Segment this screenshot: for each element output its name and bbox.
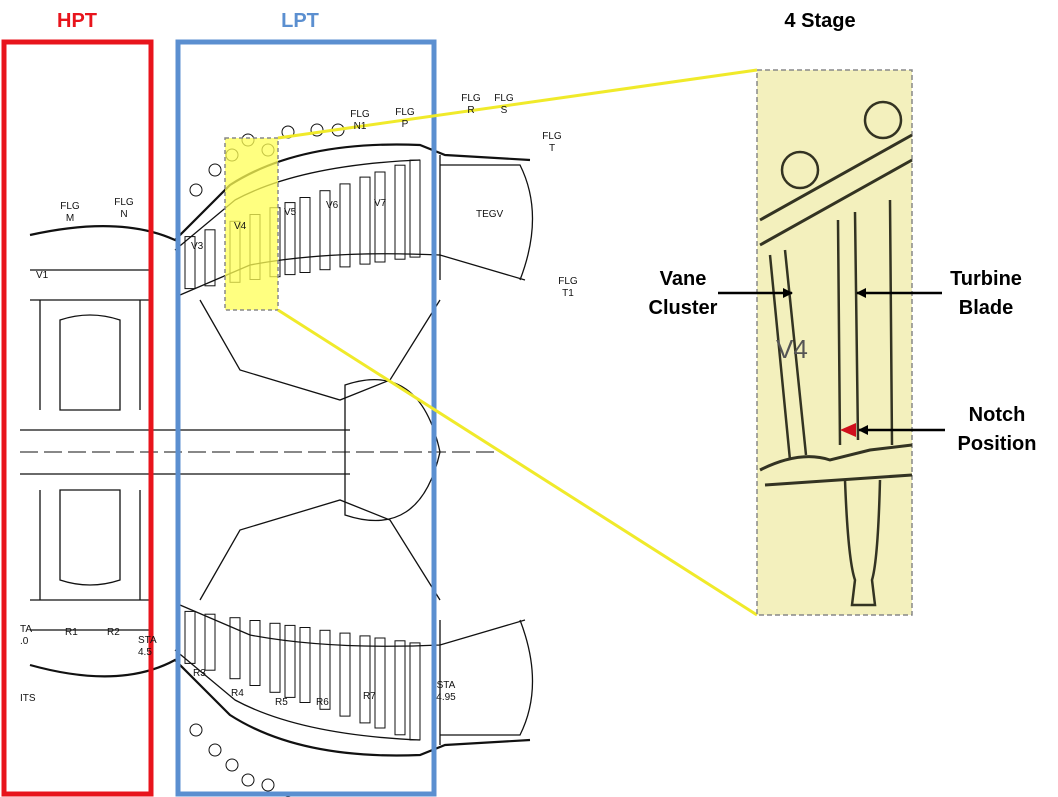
stage-title: 4 Stage xyxy=(784,10,855,32)
stage4-detail-panel: V4 xyxy=(756,69,913,616)
r3-label: R3 xyxy=(193,668,206,679)
vane-airfoil xyxy=(284,202,296,276)
r2-label: R2 xyxy=(107,627,120,638)
rotor-airfoil xyxy=(339,632,351,717)
rotor-airfoil xyxy=(204,613,216,671)
its-label: ITS xyxy=(20,693,36,704)
vane-airfoil xyxy=(319,190,331,271)
blade-outlines xyxy=(768,199,894,461)
vane-airfoil xyxy=(339,183,351,268)
r4-label: R4 xyxy=(231,688,244,699)
r5-label: R5 xyxy=(275,697,288,708)
vane-airfoil xyxy=(204,229,216,287)
v7-label: V7 xyxy=(374,198,387,209)
seal-circle xyxy=(310,123,324,137)
rotor-airfoil xyxy=(249,620,261,686)
vane-airfoil xyxy=(359,176,371,265)
rotor-airfoil xyxy=(359,635,371,724)
v5-label: V5 xyxy=(284,207,297,218)
rotor-airfoil xyxy=(319,629,331,710)
rotor-airfoil xyxy=(184,610,196,664)
rotor-airfoil xyxy=(374,637,386,729)
rotor-airfoil xyxy=(284,624,296,698)
v1-label: V1 xyxy=(36,270,49,281)
vane-airfoil xyxy=(299,197,311,273)
r1-label: R1 xyxy=(65,627,78,638)
seal-circle xyxy=(189,183,203,197)
lpt-title: LPT xyxy=(281,10,319,32)
vane-airfoil xyxy=(184,236,196,290)
notch-marker-icon xyxy=(840,423,856,437)
v6-label: V6 xyxy=(326,200,339,211)
connector-line-bottom xyxy=(277,308,758,617)
connector-line-top xyxy=(277,68,758,140)
rotor-airfoil xyxy=(299,627,311,703)
disk-post xyxy=(843,479,882,607)
rotor-airfoil xyxy=(409,642,421,741)
seal-circle xyxy=(241,773,255,787)
vane-airfoil xyxy=(394,164,406,260)
rotor-airfoil xyxy=(394,640,406,736)
vane-airfoil xyxy=(374,171,386,263)
lower-outer-casing xyxy=(29,658,531,757)
sta-40-label: TA.0 xyxy=(20,624,32,647)
seal-circle xyxy=(189,723,203,737)
seal-circle xyxy=(225,758,239,772)
seal-circle xyxy=(208,163,222,177)
seal-circle xyxy=(208,743,222,757)
rotor-airfoil xyxy=(229,617,241,680)
seal-circle xyxy=(261,778,275,792)
r7-label: R7 xyxy=(363,691,376,702)
lpt-box xyxy=(175,39,437,797)
v3-label: V3 xyxy=(191,241,204,252)
rotor-airfoil xyxy=(269,622,281,693)
hpt-box xyxy=(1,39,154,797)
vane-airfoil xyxy=(409,159,421,258)
v4-label: V4 xyxy=(234,221,247,232)
r6-label: R6 xyxy=(316,697,329,708)
stage4-highlight xyxy=(224,137,279,311)
tegv-label: TEGV xyxy=(476,209,504,220)
hpt-title: HPT xyxy=(57,10,97,32)
detail-v4-label: V4 xyxy=(776,334,808,364)
